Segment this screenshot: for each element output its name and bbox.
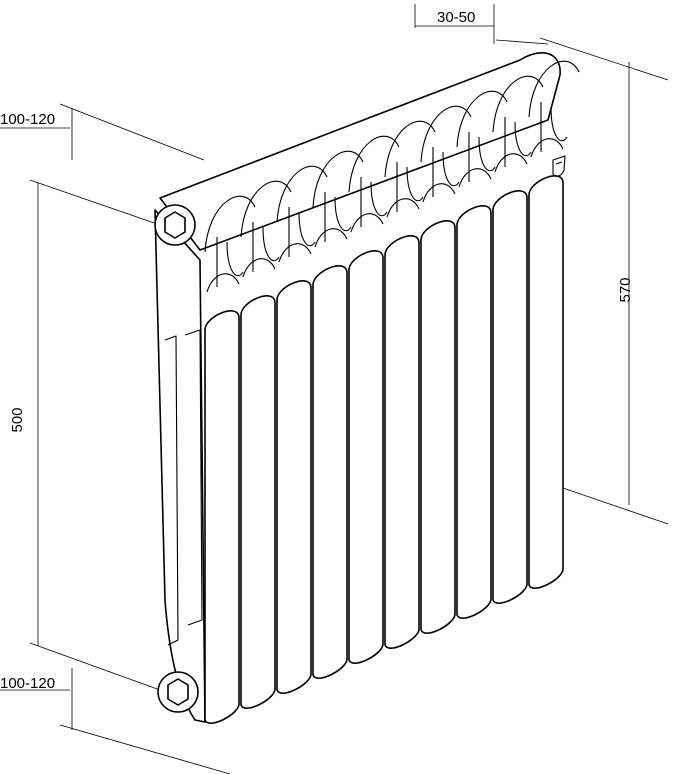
hex-plug-icon [164, 211, 186, 239]
fin-top [492, 75, 544, 173]
radiator-section [240, 295, 276, 709]
fin-top [420, 105, 472, 203]
dimension-lines [0, 4, 669, 774]
depth-dimension-label: 30-50 [437, 9, 475, 26]
radiator-section [312, 265, 348, 679]
axis-distance-label: 500 [9, 407, 26, 432]
hex-plug-icon [167, 678, 189, 706]
top-plug [154, 204, 196, 246]
brand-badge-icon [552, 155, 566, 177]
fin-top [528, 60, 580, 158]
radiator-section [492, 190, 528, 604]
fin-tops [204, 60, 580, 293]
fin-top [240, 180, 292, 278]
sections [204, 175, 564, 724]
side-profile [154, 209, 206, 723]
fin-top [276, 165, 328, 263]
radiator-section [384, 235, 420, 649]
fin-top [204, 195, 256, 293]
top-clearance-label: 100-120 [0, 111, 55, 128]
bottom-plug [157, 671, 199, 713]
radiator [154, 51, 580, 724]
radiator-section [276, 280, 312, 694]
total-height-label: 570 [617, 277, 634, 302]
bottom-clearance-label: 100-120 [0, 675, 55, 692]
radiator-section [456, 205, 492, 619]
radiator-section [528, 175, 564, 589]
radiator-section [348, 250, 384, 664]
top-collector [159, 51, 561, 251]
fin-top [384, 120, 436, 218]
fin-top [312, 150, 364, 248]
fin-top [348, 135, 400, 233]
radiator-section [204, 310, 240, 724]
radiator-section [420, 220, 456, 634]
fin-top [456, 90, 508, 188]
